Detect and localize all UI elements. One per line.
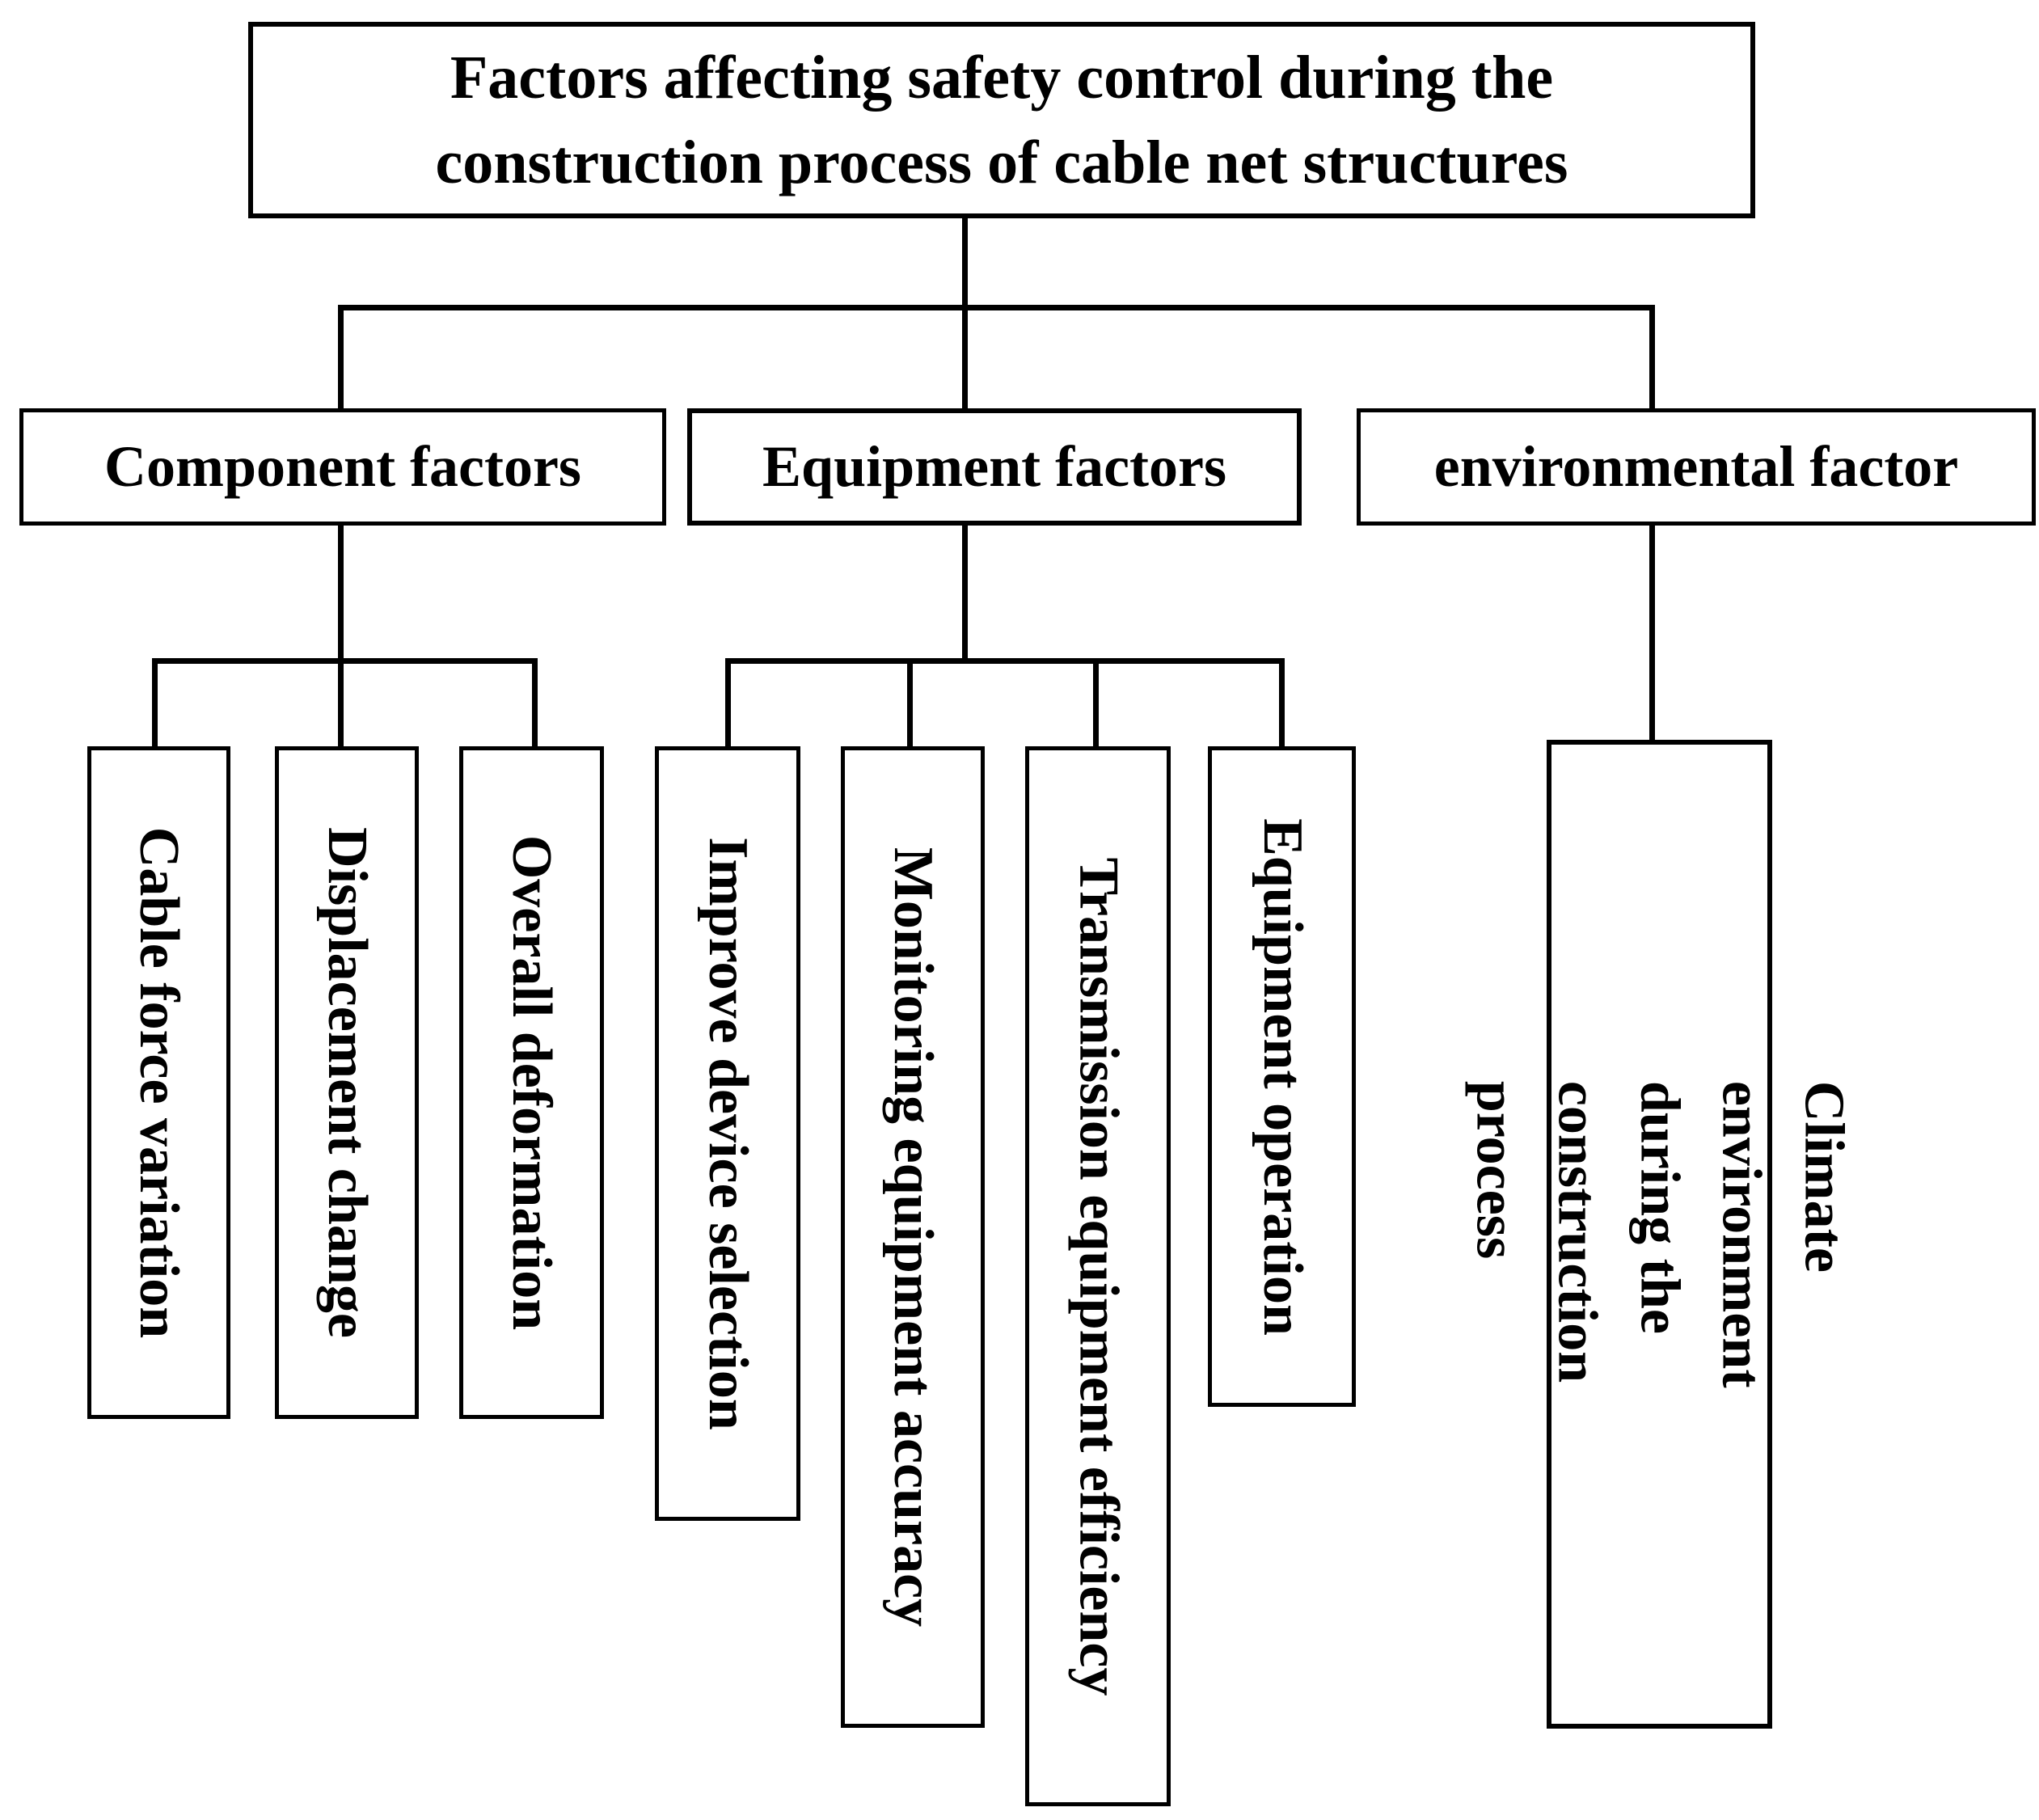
connector-line — [1279, 658, 1285, 746]
component-factors-label: Component factors — [104, 434, 581, 499]
transmission-equipment-efficiency-label: Transmission equipment efficiency — [1067, 856, 1130, 1696]
environmental-factor-label: environmental factor — [1433, 434, 1959, 499]
connector-line — [962, 526, 968, 664]
connector-line — [907, 658, 913, 746]
transmission-equipment-efficiency-box: Transmission equipment efficiency — [1025, 746, 1171, 1806]
displacement-change-box: Displacement change — [275, 746, 419, 1419]
connector-line — [338, 526, 344, 664]
connector-line — [338, 305, 1655, 310]
cable-force-variation-box: Cable force variation — [87, 746, 230, 1419]
equipment-factors-label: Equipment factors — [762, 434, 1226, 499]
connector-line — [338, 658, 344, 746]
root-factors-box: Factors affecting safety control during … — [248, 22, 1755, 218]
root-factors-label: Factors affecting safety control during … — [435, 43, 1568, 196]
connector-line — [962, 305, 968, 408]
overall-deformation-box: Overall deformation — [459, 746, 604, 1419]
equipment-operation-box: Equipment operation — [1208, 746, 1356, 1407]
connector-line — [532, 658, 538, 746]
climate-environment-label: Climate environment during the construct… — [1464, 1080, 1855, 1388]
connector-line — [962, 218, 968, 310]
connector-line — [1093, 658, 1099, 746]
cable-force-variation-label: Cable force variation — [128, 826, 191, 1339]
overall-deformation-label: Overall deformation — [500, 834, 564, 1331]
environmental-factor-box: environmental factor — [1357, 408, 2036, 526]
connector-line — [152, 658, 158, 746]
monitoring-equipment-accuracy-label: Monitoring equipment accuracy — [882, 847, 945, 1628]
equipment-factors-box: Equipment factors — [687, 408, 1302, 526]
improve-device-selection-box: Improve device selection — [655, 746, 800, 1521]
equipment-operation-label: Equipment operation — [1251, 817, 1314, 1336]
connector-line — [725, 658, 731, 746]
connector-line — [1649, 526, 1655, 740]
climate-environment-box: Climate environment during the construct… — [1464, 740, 1855, 1729]
improve-device-selection-label: Improve device selection — [697, 837, 759, 1430]
connector-line — [152, 658, 538, 664]
displacement-change-label: Displacement change — [316, 827, 379, 1338]
connector-line — [725, 658, 1285, 664]
component-factors-box: Component factors — [19, 408, 666, 526]
connector-line — [1649, 305, 1655, 408]
monitoring-equipment-accuracy-box: Monitoring equipment accuracy — [841, 746, 985, 1728]
connector-line — [338, 305, 344, 408]
